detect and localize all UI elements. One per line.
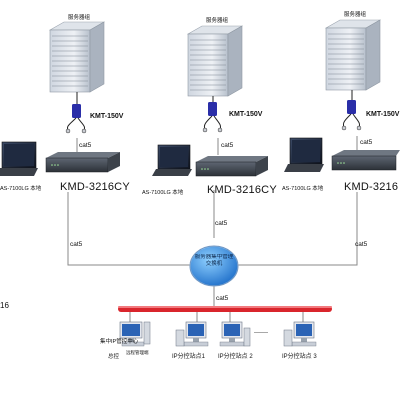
remote-admin-label: 远程管理端 — [126, 349, 149, 356]
kmt-label: KMT-150V — [229, 111, 263, 118]
cat5-right-label: cat5 — [355, 241, 368, 248]
cat5-bottom-label: cat5 — [216, 295, 229, 302]
kmt-dongle-icon — [65, 92, 87, 134]
central-switch-label-box: 服务器集中管理交换机 — [194, 254, 234, 267]
console-label: AS-7100LG 本地 — [142, 188, 184, 196]
control-center-pc-icon — [119, 321, 151, 347]
console-label: AS-7100LG 本地 — [0, 184, 42, 192]
ip-site-2-pc-icon — [219, 321, 251, 347]
rack-console-icon — [152, 144, 192, 176]
server-rack-icon — [186, 25, 244, 97]
side-number: 16 — [0, 301, 9, 310]
server-group-1: 服务器组 KMT-150V cat5 AS-7100LG 本地 KMD-3216… — [0, 13, 130, 193]
central-switch-icon — [189, 245, 239, 287]
server-group-3: 服务器组 KMT-150V cat5 AS-7100LG 本地 KMD-3216 — [282, 10, 400, 193]
connection-lines — [67, 136, 358, 323]
server-group-label: 服务器组 — [344, 10, 367, 18]
kvm-switch-icon — [195, 156, 268, 177]
control-center-sub-label: 总控 — [108, 352, 120, 360]
server-rack-icon — [324, 19, 382, 91]
cat5-left-label: cat5 — [70, 241, 83, 248]
cat5-label: cat5 — [221, 142, 234, 149]
console-label: AS-7100LG 本地 — [282, 184, 324, 192]
kmt-dongle-icon — [341, 90, 362, 131]
ellipsis-dots: ------- — [254, 330, 268, 336]
kmt-dongle-icon — [202, 96, 223, 133]
central-switch-label: 服务器集中管理交换机 — [194, 254, 234, 267]
kvm-model-label: KMD-3216CY — [207, 184, 277, 196]
control-center-label: 集中IP管控中心 — [100, 337, 139, 345]
kmt-label: KMT-150V — [90, 113, 124, 120]
server-group-label: 服务器组 — [68, 13, 91, 21]
server-group-2: 服务器组 KMT-150V cat5 AS-7100LG 本地 KMD-3216… — [142, 16, 277, 196]
server-group-label: 服务器组 — [206, 16, 229, 24]
kvm-switch-icon — [331, 150, 400, 171]
server-rack-icon — [48, 21, 106, 93]
kvm-model-label: KMD-3216 — [344, 181, 398, 193]
kmt-label: KMT-150V — [366, 111, 400, 118]
ip-site-1-pc-icon — [175, 321, 209, 347]
kvm-switch-icon — [45, 152, 120, 173]
ip-site-1-label: IP分控站点1 — [172, 352, 206, 360]
kvm-model-label: KMD-3216CY — [60, 181, 130, 193]
rack-console-icon — [0, 141, 38, 176]
ip-site-2-label: IP分控站点 2 — [218, 352, 253, 360]
network-bus — [118, 306, 332, 312]
rack-console-icon — [284, 137, 324, 172]
ip-site-3-label: IP分控站点 3 — [282, 352, 317, 360]
cat5-label: cat5 — [79, 142, 92, 149]
ip-site-3-pc-icon — [283, 321, 317, 347]
cat5-label: cat5 — [360, 139, 373, 146]
cat5-center-label: cat5 — [215, 220, 228, 227]
